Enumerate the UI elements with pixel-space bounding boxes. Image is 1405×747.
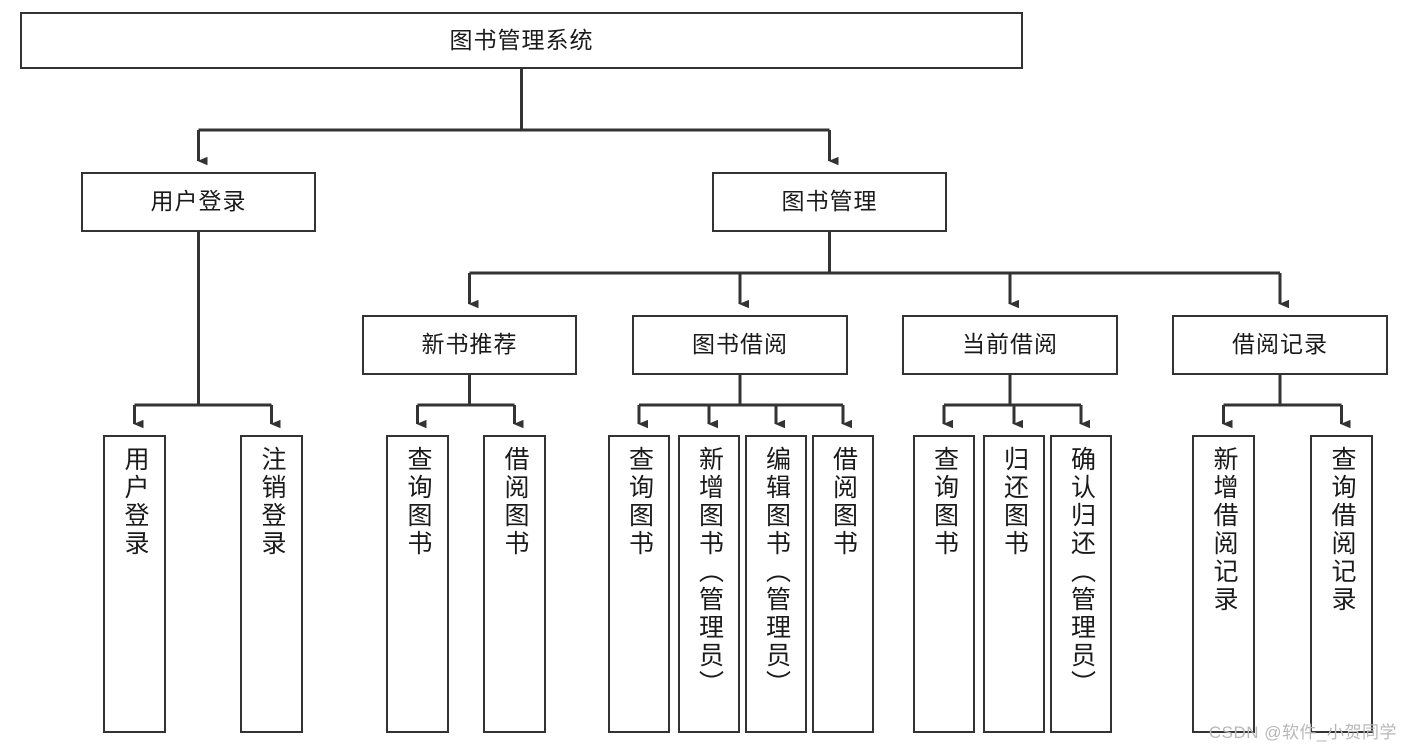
- node-leaf-cb-return-book[interactable]: 归还图书: [983, 435, 1045, 733]
- node-label: 图书借阅: [692, 331, 788, 358]
- node-root[interactable]: 图书管理系统: [20, 12, 1023, 69]
- node-leaf-rec-borrow-book[interactable]: 借阅图书: [483, 435, 546, 733]
- node-label: 新增图书（管理员）: [695, 446, 724, 698]
- node-label: 借阅记录: [1232, 331, 1328, 358]
- node-label: 编辑图书（管理员）: [762, 446, 791, 698]
- node-leaf-br-add-record[interactable]: 新增借阅记录: [1192, 435, 1255, 733]
- node-label: 用户登录: [150, 188, 247, 215]
- node-leaf-rec-query-book[interactable]: 查询图书: [386, 435, 449, 733]
- node-leaf-bb-add-book[interactable]: 新增图书（管理员）: [678, 435, 740, 733]
- node-leaf-bb-query-book[interactable]: 查询图书: [608, 435, 670, 733]
- node-borrow-record[interactable]: 借阅记录: [1172, 315, 1388, 375]
- node-label: 查询借阅记录: [1328, 446, 1356, 614]
- node-leaf-br-query-record[interactable]: 查询借阅记录: [1310, 435, 1373, 733]
- node-label: 查询图书: [625, 446, 654, 558]
- node-leaf-bb-borrow-book[interactable]: 借阅图书: [812, 435, 874, 733]
- node-label: 注销登录: [258, 446, 286, 558]
- node-label: 借阅图书: [501, 446, 529, 558]
- node-label: 当前借阅: [962, 331, 1058, 358]
- node-label: 图书管理: [781, 188, 878, 215]
- node-label: 查询图书: [404, 446, 432, 558]
- node-label: 查询图书: [930, 446, 959, 558]
- node-label: 借阅图书: [829, 446, 858, 558]
- watermark-text: CSDN @软件_小贺同学: [1208, 723, 1397, 742]
- node-book-borrow[interactable]: 图书借阅: [632, 315, 848, 375]
- node-book-manage[interactable]: 图书管理: [712, 172, 947, 232]
- node-new-book-recommend[interactable]: 新书推荐: [362, 315, 577, 375]
- node-leaf-cb-confirm-return[interactable]: 确认归还（管理员）: [1050, 435, 1112, 733]
- node-label: 新书推荐: [421, 331, 518, 358]
- node-label: 图书管理系统: [449, 26, 594, 53]
- node-leaf-cb-query-book[interactable]: 查询图书: [913, 435, 975, 733]
- node-leaf-user-logout[interactable]: 注销登录: [240, 435, 303, 733]
- node-label: 用户登录: [121, 446, 149, 558]
- node-label: 归还图书: [1000, 446, 1029, 558]
- node-label: 确认归还（管理员）: [1067, 446, 1096, 698]
- node-label: 新增借阅记录: [1210, 446, 1238, 614]
- node-leaf-bb-edit-book[interactable]: 编辑图书（管理员）: [745, 435, 807, 733]
- node-current-borrow[interactable]: 当前借阅: [902, 315, 1118, 375]
- node-user-login[interactable]: 用户登录: [81, 172, 316, 232]
- node-leaf-user-login[interactable]: 用户登录: [103, 435, 166, 733]
